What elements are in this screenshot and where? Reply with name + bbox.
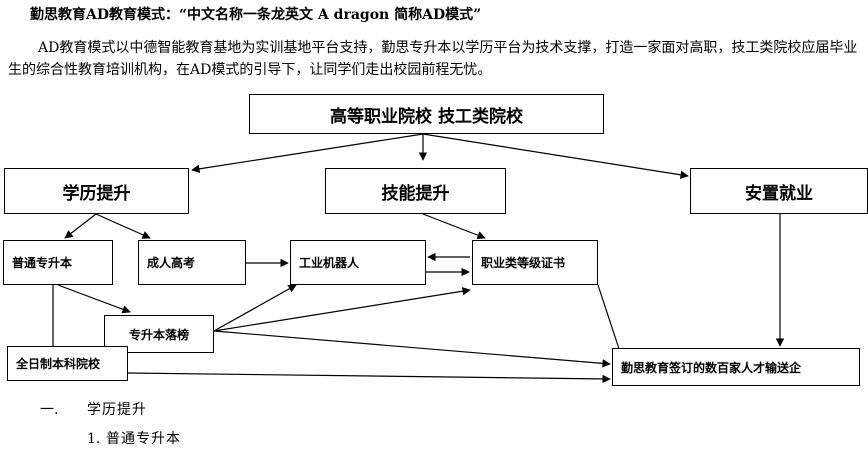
box-fulltime-university: 全日制本科院校 xyxy=(7,346,128,381)
subsection-1-number: 1. xyxy=(87,431,101,447)
arrow-top-to-job xyxy=(422,133,689,179)
box-skill-upgrade: 技能提升 xyxy=(325,168,506,214)
section-1-title: 学历提升 xyxy=(87,402,147,418)
box-putong-zhuanshengben: 普通专升本 xyxy=(3,240,113,285)
arrow-edu-to-putong xyxy=(64,213,97,239)
box-adult-college-exam: 成人高考 xyxy=(138,240,246,285)
box-vocational-certificate: 职业类等级证书 xyxy=(472,240,598,285)
arrow-cert-to-companies xyxy=(597,284,624,359)
arrow-putong-to-luobang xyxy=(57,284,131,314)
intro-paragraph: AD教育模式以中德智能教育基地为实训基地平台支持，勤思专升本以学历平台为技术支撑… xyxy=(8,40,858,78)
arrow-quanrizhi-to-companies xyxy=(127,372,611,384)
subsection-1-title: 普通专升本 xyxy=(106,431,181,447)
arrow-top-to-edu xyxy=(191,133,424,173)
box-partner-companies: 勤思教育签订的数百家人才输送企 xyxy=(612,348,860,386)
document-heading: 勤思教育AD教育模式：“中文名称一条龙英文 A dragon 简称AD模式” xyxy=(30,7,482,23)
arrow-skill-to-cert xyxy=(422,213,486,240)
box-industrial-robot: 工业机器人 xyxy=(290,240,426,285)
arrow-luobang-to-companies xyxy=(213,330,611,368)
section-1-number: 一. xyxy=(40,402,59,418)
arrow-luobang-to-robot xyxy=(213,284,297,332)
arrow-luobang-to-cert xyxy=(213,287,471,332)
box-job-placement: 安置就业 xyxy=(690,168,868,214)
box-higher-vocational-schools: 高等职业院校 技工类院校 xyxy=(249,94,604,134)
box-education-upgrade: 学历提升 xyxy=(4,168,189,214)
arrow-edu-to-chengren xyxy=(95,213,151,239)
